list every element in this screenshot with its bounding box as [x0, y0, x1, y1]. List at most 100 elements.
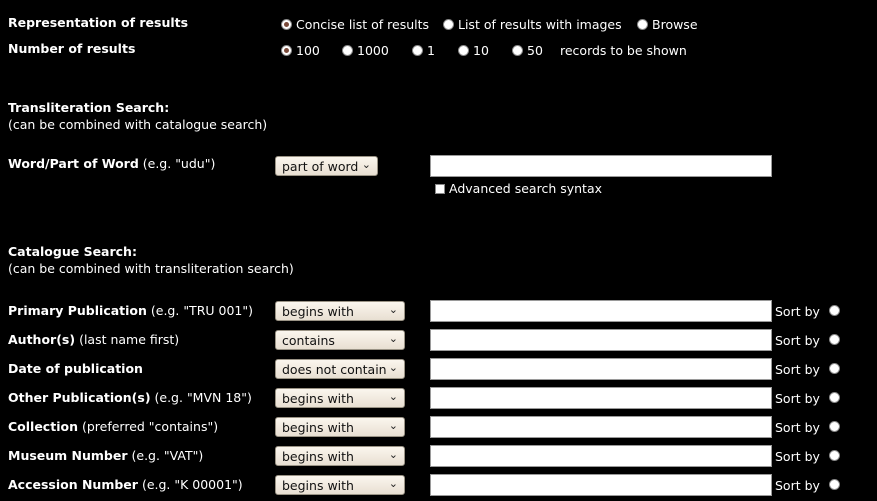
radio-results-100-label: 100 — [296, 43, 320, 58]
date-of-publication-operator-select[interactable]: does not contain⌄ — [275, 359, 405, 379]
sort-by-label: Sort by — [775, 304, 820, 319]
field-hint: (preferred "contains") — [81, 419, 219, 434]
collection-operator-select[interactable]: begins with⌄ — [275, 417, 405, 437]
radio-results-50-label: 50 — [527, 43, 543, 58]
word-hint: (e.g. "udu") — [142, 156, 216, 171]
sort-by-other-publications-radio[interactable] — [829, 390, 844, 405]
radio-list-with-images-label: List of results with images — [458, 17, 622, 32]
sort-by-label: Sort by — [775, 333, 820, 348]
radio-button-icon — [829, 450, 840, 461]
chevron-down-icon: ⌄ — [388, 361, 398, 374]
transliteration-heading: Transliteration Search: — [8, 100, 170, 115]
sort-by-accession-number-radio[interactable] — [829, 477, 844, 492]
radio-browse[interactable]: Browse — [637, 17, 698, 32]
operator-value: contains — [282, 333, 335, 348]
authors-label: Author(s) (last name first) — [8, 332, 179, 347]
field-hint: (e.g. "VAT") — [131, 448, 204, 463]
radio-button-icon — [829, 392, 840, 403]
accession-number-operator-select[interactable]: begins with ⌄ — [275, 475, 405, 495]
catalogue-heading: Catalogue Search: — [8, 244, 137, 259]
radio-button-icon — [281, 45, 292, 56]
radio-concise-list-label: Concise list of results — [296, 17, 430, 32]
word-search-input[interactable] — [430, 155, 772, 177]
operator-value: begins with — [282, 304, 354, 319]
radio-results-50[interactable]: 50 — [512, 43, 543, 58]
word-match-select-value: part of word — [282, 159, 359, 174]
authors-input[interactable] — [430, 329, 772, 351]
radio-results-1000[interactable]: 1000 — [342, 43, 389, 58]
catalogue-note: (can be combined with transliteration se… — [8, 261, 294, 276]
radio-results-1000-label: 1000 — [357, 43, 389, 58]
field-label-text: Author(s) — [8, 332, 76, 347]
radio-list-with-images[interactable]: List of results with images — [443, 17, 622, 32]
operator-value: begins with — [282, 391, 354, 406]
chevron-down-icon: ⌄ — [388, 419, 398, 432]
radio-button-icon — [443, 19, 454, 30]
sort-by-collection-radio[interactable] — [829, 419, 844, 434]
sort-by-label: Sort by — [775, 362, 820, 377]
sort-by-date-radio[interactable] — [829, 361, 844, 376]
operator-value: begins with — [282, 449, 354, 464]
field-hint: (e.g. "K 00001") — [141, 477, 243, 492]
date-of-publication-input[interactable] — [430, 358, 772, 380]
field-label-text: Accession Number — [8, 477, 138, 492]
date-of-publication-label: Date of publication — [8, 361, 143, 376]
representation-label: Representation of results — [8, 15, 189, 30]
other-publications-operator-select[interactable]: begins with ⌄ — [275, 388, 405, 408]
primary-publication-operator-select[interactable]: begins with⌄ — [275, 301, 405, 321]
field-label-text: Primary Publication — [8, 303, 147, 318]
radio-results-10-label: 10 — [473, 43, 489, 58]
other-publications-label: Other Publication(s) (e.g. "MVN 18") — [8, 390, 252, 405]
radio-button-icon — [342, 45, 353, 56]
radio-button-icon — [829, 305, 840, 316]
chevron-down-icon: ⌄ — [388, 390, 398, 403]
radio-button-icon — [412, 45, 423, 56]
museum-number-operator-select[interactable]: begins with ⌄ — [275, 446, 405, 466]
field-hint: (e.g. "MVN 18") — [154, 390, 252, 405]
radio-results-1[interactable]: 1 — [412, 43, 435, 58]
transliteration-note: (can be combined with catalogue search) — [8, 117, 268, 132]
chevron-down-icon: ⌄ — [388, 448, 398, 461]
radio-button-icon — [829, 479, 840, 490]
radio-results-1-label: 1 — [427, 43, 435, 58]
collection-label: Collection (preferred "contains") — [8, 419, 218, 434]
authors-operator-select[interactable]: contains ⌄ — [275, 330, 405, 350]
chevron-down-icon: ⌄ — [388, 332, 398, 345]
field-hint: (last name first) — [79, 332, 180, 347]
word-field-label: Word/Part of Word (e.g. "udu") — [8, 156, 215, 171]
records-suffix: records to be shown — [560, 43, 687, 58]
collection-input[interactable] — [430, 416, 772, 438]
advanced-search-checkbox[interactable]: Advanced search syntax — [435, 181, 602, 196]
museum-number-input[interactable] — [430, 445, 772, 467]
chevron-down-icon: ⌄ — [388, 477, 398, 490]
sort-by-label: Sort by — [775, 391, 820, 406]
radio-button-icon — [829, 363, 840, 374]
sort-by-primary-publication-radio[interactable] — [829, 303, 844, 318]
sort-by-label: Sort by — [775, 478, 820, 493]
radio-button-icon — [637, 19, 648, 30]
primary-publication-label: Primary Publication (e.g. "TRU 001") — [8, 303, 253, 318]
field-label-text: Other Publication(s) — [8, 390, 151, 405]
radio-results-100[interactable]: 100 — [281, 43, 320, 58]
other-publications-input[interactable] — [430, 387, 772, 409]
radio-button-icon — [829, 421, 840, 432]
chevron-down-icon: ⌄ — [361, 158, 371, 171]
accession-number-input[interactable] — [430, 474, 772, 496]
radio-results-10[interactable]: 10 — [458, 43, 489, 58]
field-label-text: Collection — [8, 419, 78, 434]
operator-value: begins with — [282, 478, 354, 493]
field-hint: (e.g. "TRU 001") — [150, 303, 253, 318]
sort-by-museum-number-radio[interactable] — [829, 448, 844, 463]
primary-publication-input[interactable] — [430, 300, 772, 322]
advanced-search-label: Advanced search syntax — [449, 181, 603, 196]
sort-by-authors-radio[interactable] — [829, 332, 844, 347]
radio-button-icon — [829, 334, 840, 345]
radio-concise-list[interactable]: Concise list of results — [281, 17, 429, 32]
museum-number-label: Museum Number (e.g. "VAT") — [8, 448, 203, 463]
word-label-text: Word/Part of Word — [8, 156, 139, 171]
word-match-select[interactable]: part of word⌄ — [275, 156, 378, 176]
accession-number-label: Accession Number (e.g. "K 00001") — [8, 477, 243, 492]
sort-by-label: Sort by — [775, 420, 820, 435]
radio-button-icon — [281, 19, 292, 30]
checkbox-icon — [435, 184, 445, 194]
